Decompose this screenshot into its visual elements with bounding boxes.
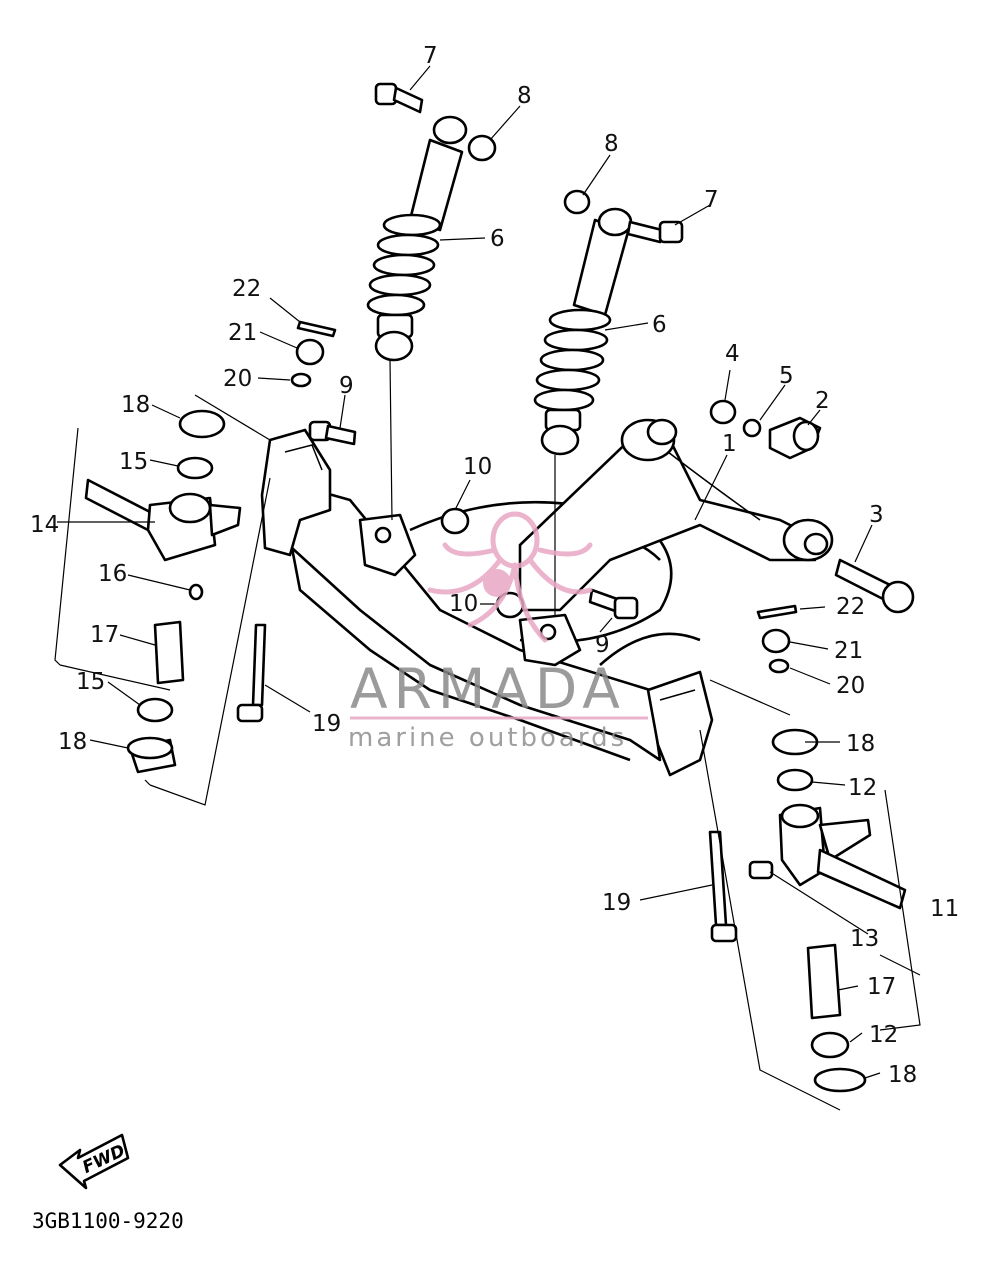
- callout-label: 3: [869, 502, 884, 528]
- callout-label: 8: [517, 83, 532, 109]
- octopus-logo-icon: [427, 511, 593, 643]
- callout-label: 9: [595, 632, 610, 658]
- fwd-direction-badge: FWD: [58, 1133, 130, 1190]
- callout-label: 6: [490, 226, 505, 252]
- callout-label: 12: [869, 1022, 898, 1048]
- watermark-brand-name: ARMADA: [350, 657, 626, 721]
- callout-label: 8: [604, 131, 619, 157]
- callout-label: 19: [602, 890, 631, 916]
- callout-label: 17: [867, 974, 896, 1000]
- callout-label: 5: [779, 363, 794, 389]
- callout-label: 18: [58, 729, 87, 755]
- group-brackets: [54, 394, 921, 1111]
- callout-label: 10: [449, 591, 478, 617]
- shock-absorber-left: [366, 115, 468, 521]
- callout-label: 9: [339, 373, 354, 399]
- callout-labels: 7 8 8 7 6 6 22 21 20 9 18 15 14 16 17 15…: [30, 43, 959, 1088]
- right-knuckle-assembly: [748, 728, 907, 1093]
- callout-label: 13: [850, 926, 879, 952]
- callout-label: 20: [836, 673, 865, 699]
- callout-label: 21: [834, 638, 863, 664]
- callout-label: 4: [725, 341, 740, 367]
- callout-label: 7: [423, 43, 438, 69]
- leader-lines: [57, 65, 881, 1079]
- callout-label: 22: [232, 276, 261, 302]
- callout-label: 17: [90, 622, 119, 648]
- callout-label: 7: [704, 187, 719, 213]
- callout-label: 22: [836, 594, 865, 620]
- left-knuckle-assembly: [84, 409, 242, 774]
- callout-label: 21: [228, 320, 257, 346]
- callout-label: 11: [930, 896, 959, 922]
- callout-label: 10: [463, 454, 492, 480]
- callout-label: 12: [848, 775, 877, 801]
- watermark-tagline: marine outboards: [348, 723, 627, 753]
- small-hardware: [236, 82, 915, 943]
- shock-absorber-right: [533, 207, 633, 615]
- callout-label: 2: [815, 388, 830, 414]
- armada-watermark: ARMADA marine outboards: [348, 511, 648, 753]
- callout-label: 16: [98, 561, 127, 587]
- callout-label: 20: [223, 366, 252, 392]
- callout-label: 18: [888, 1062, 917, 1088]
- callout-label: 14: [30, 512, 59, 538]
- callout-label: 1: [722, 431, 737, 457]
- callout-label: 18: [846, 731, 875, 757]
- callout-label: 19: [312, 711, 341, 737]
- callout-label: 6: [652, 312, 667, 338]
- front-arm-frame: [260, 418, 834, 777]
- callout-label: 18: [121, 392, 150, 418]
- callout-label: 15: [76, 669, 105, 695]
- callout-label: 15: [119, 449, 148, 475]
- diagram-code: 3GB1100-9220: [32, 1209, 184, 1233]
